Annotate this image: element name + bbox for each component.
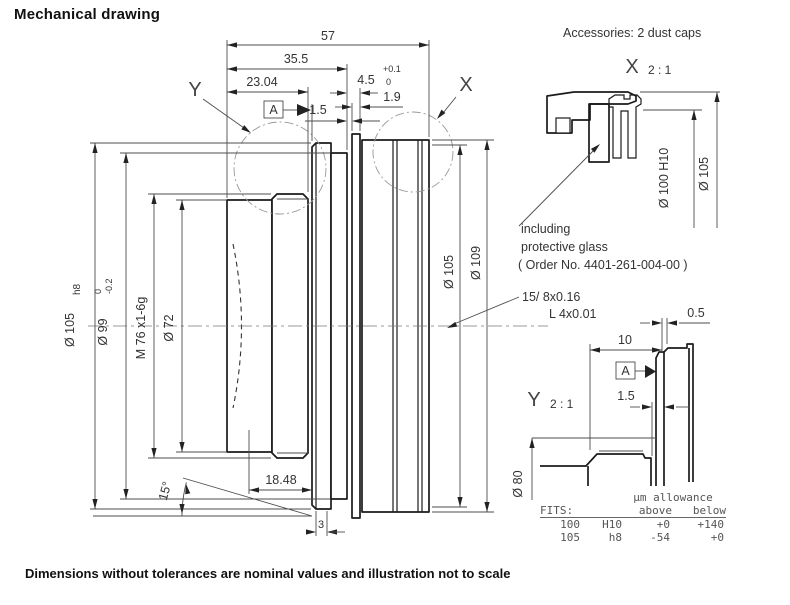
dim-18-48: 18.48 xyxy=(248,430,312,494)
dim-1-9: 1.9 xyxy=(335,90,403,110)
dia-72-text: Ø 72 xyxy=(162,314,176,341)
fits-unit-row: µm allowance xyxy=(540,491,726,504)
datum-a-main-label: A xyxy=(269,103,278,117)
fits-col-below: below xyxy=(692,504,726,517)
detail-y-title-scale: 2 : 1 xyxy=(550,397,574,411)
surface-note-line1: 15/ 8x0.16 xyxy=(522,290,580,304)
detail-y-dia-80-text: Ø 80 xyxy=(511,470,525,497)
fits-col-above: above xyxy=(638,504,672,517)
accessories-note: Accessories: 2 dust caps xyxy=(563,26,701,40)
dia-109-text: Ø 109 xyxy=(469,246,483,280)
dim-dia-99: Ø 99 0 -0.2 xyxy=(93,152,330,500)
detail-marker-y: Y xyxy=(188,79,251,133)
datum-triangle-icon xyxy=(297,104,311,116)
detail-y-letter: Y xyxy=(188,79,201,101)
dim-4-5-text: 4.5 xyxy=(357,73,374,87)
detail-x-circle xyxy=(372,111,454,193)
dim-57: 57 xyxy=(226,29,430,198)
dim-18-48-text: 18.48 xyxy=(265,473,296,487)
fits-row-105: 105 h8 -54 +0 xyxy=(560,531,724,544)
detail-x-title-letter: X xyxy=(625,56,638,78)
detail-y-datum-triangle-icon xyxy=(645,365,656,378)
surface-note: 15/ 8x0.16 L 4x0.01 xyxy=(447,290,597,328)
dia-99-tol-up: 0 xyxy=(93,289,103,294)
dia-105-right-text: Ø 105 xyxy=(442,255,456,289)
fits-header-row: FITS: above below xyxy=(540,504,726,518)
detail-x-view: Accessories: 2 dust caps X 2 : 1 Ø 100 H… xyxy=(518,26,720,272)
dia-99-tol-low: -0.2 xyxy=(104,278,114,294)
glass-note-line1: including xyxy=(521,222,570,236)
dim-15deg-text: 15° xyxy=(156,480,174,502)
dia-99-text: Ø 99 xyxy=(96,318,110,345)
dia-105-left-text: Ø 105 xyxy=(63,313,77,347)
dim-thread-m76: M 76 x1-6g xyxy=(134,193,271,459)
main-view-body xyxy=(88,133,548,519)
dim-dia-105-h8: Ø 105 h8 xyxy=(63,142,311,510)
dim-dia-72: Ø 72 xyxy=(162,199,226,453)
detail-marker-x: X xyxy=(437,74,473,119)
detail-y-datum-label: A xyxy=(621,364,630,378)
detail-x-letter: X xyxy=(459,74,472,96)
datum-a-main: A xyxy=(263,100,313,141)
dim-57-text: 57 xyxy=(321,29,335,43)
detail-x-dia-100-text: Ø 100 H10 xyxy=(657,148,671,209)
protective-glass xyxy=(588,103,610,163)
dim-1-5-text: 1.5 xyxy=(309,103,326,117)
dim-4-5-tol-up: +0.1 xyxy=(383,64,401,74)
dim-23-04: 23.04 xyxy=(227,75,309,192)
dim-angle-15: 15° xyxy=(93,477,313,517)
detail-y-circle xyxy=(233,121,327,215)
dim-dia-109: Ø 109 xyxy=(432,139,494,513)
dim-1-5: 1.5 xyxy=(305,103,380,131)
dim-4-5-tol-low: 0 xyxy=(386,77,391,87)
page-title: Mechanical drawing xyxy=(14,6,161,23)
dim-3-text: 3 xyxy=(318,519,324,531)
dim-23-04-text: 23.04 xyxy=(246,75,277,89)
dim-dia-105-right: Ø 105 xyxy=(432,144,467,508)
thread-m76-text: M 76 x1-6g xyxy=(134,297,148,360)
detail-y-dim-10-text: 10 xyxy=(618,333,632,347)
fits-unit-header: µm allowance xyxy=(633,491,713,504)
fits-row-100: 100 H10 +0 +140 xyxy=(560,518,724,531)
footer-note: Dimensions without tolerances are nomina… xyxy=(25,566,511,581)
fits-label: FITS: xyxy=(540,504,574,517)
dim-35-5-text: 35.5 xyxy=(284,52,308,66)
glass-note-line2: protective glass xyxy=(521,240,608,254)
detail-y-dim-1-5-text: 1.5 xyxy=(617,389,634,403)
dim-4-5: 4.5 +0.1 0 xyxy=(330,64,401,131)
fits-table: µm allowance FITS: above below 100 H10 +… xyxy=(540,491,726,544)
dim-35-5: 35.5 xyxy=(227,52,348,150)
dim-1-9-text: 1.9 xyxy=(383,90,400,104)
detail-x-title-scale: 2 : 1 xyxy=(648,63,672,77)
dia-105-left-fit-text: h8 xyxy=(72,283,83,295)
glass-note-line3: ( Order No. 4401-261-004-00 ) xyxy=(518,258,688,272)
dim-3: 3 xyxy=(306,511,345,536)
detail-x-dia-105-text: Ø 105 xyxy=(697,157,711,191)
detail-y-view: Y 2 : 1 Ø 80 10 xyxy=(511,306,710,500)
detail-y-title-letter: Y xyxy=(527,389,540,411)
detail-y-dim-0-5-text: 0.5 xyxy=(687,306,704,320)
surface-note-line2: L 4x0.01 xyxy=(549,307,597,321)
